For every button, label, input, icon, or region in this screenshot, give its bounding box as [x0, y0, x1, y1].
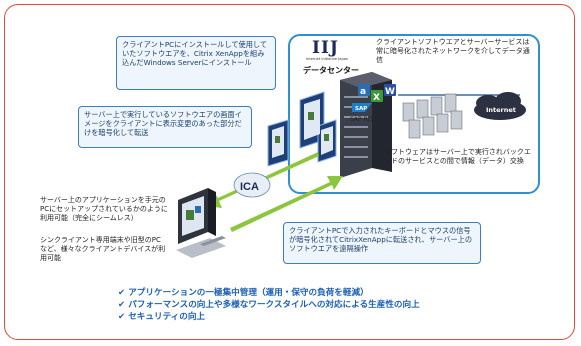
ica-tunnel-icon: [233, 172, 271, 198]
benefit-text: パフォーマンスの向上や多様なワークスタイルへの対応による生産性の向上: [128, 300, 420, 310]
check-icon: ✔: [118, 300, 126, 310]
server-rack-icon: [340, 72, 392, 178]
benefit-item: ✔セキュリティの向上: [118, 311, 420, 323]
screen-transfer-callout-text: サーバー上で実行しているソフトウエアの画面イメージをクライアントに表示変更のあっ…: [84, 110, 242, 137]
internet-cloud-icon: [474, 92, 526, 120]
outer-frame: [4, 4, 575, 340]
client-apps-text: サーバー上のアプリケーションを手元のPCにセットアップされているかのように利用可…: [40, 196, 168, 222]
input-transfer-callout: クライアントPCで入力されたキーボードとマウスの信号が暗号化されてCitrixX…: [283, 222, 481, 264]
check-icon: ✔: [118, 288, 126, 298]
backend-servers: [402, 93, 463, 139]
benefit-text: アプリケーションの一極集中管理（運用・保守の負荷を軽減）: [128, 288, 369, 298]
input-transfer-callout-text: クライアントPCで入力されたキーボードとマウスの信号が暗号化されてCitrixX…: [289, 226, 473, 253]
server-execution-text: ソフトウェアはサーバー上で実行されバックエンドのサービスとの間で情報（データ）交…: [384, 148, 531, 165]
check-icon: ✔: [118, 312, 126, 322]
client-pc-icon: [176, 188, 226, 258]
iij-logo-subtitle: Internet Initiative Japan: [306, 57, 349, 61]
datacenter-description: クライアントソフトウエアとサーバーサービスは常に暗号化されたネットワークを介して…: [376, 38, 530, 64]
internet-label: Internet: [486, 106, 516, 114]
iij-logo: IIJ: [312, 38, 339, 58]
screen-transfer-callout: サーバー上で実行しているソフトウエアの画面イメージをクライアントに表示変更のあっ…: [78, 106, 252, 148]
screen-frames: [267, 91, 337, 167]
svg-text:a: a: [360, 87, 366, 97]
benefit-item: ✔パフォーマンスの向上や多様なワークスタイルへの対応による生産性の向上: [118, 299, 420, 311]
benefits-list: ✔アプリケーションの一極集中管理（運用・保守の負荷を軽減） ✔パフォーマンスの向…: [118, 287, 420, 323]
input-transfer-arrow: [230, 176, 343, 232]
install-callout: クライアントPCにインストールして使用していたソフトウエアを、Citrix Xe…: [116, 36, 276, 90]
install-callout-text: クライアントPCにインストールして使用していたソフトウエアを、Citrix Xe…: [122, 40, 268, 67]
svg-text:SAP: SAP: [355, 106, 367, 112]
thin-client-text: シンクライアント専用端末や旧型のPCなど、様々なクライアントデバイスが利用可能: [40, 236, 166, 262]
sap-logo: SAP: [352, 103, 372, 112]
benefit-text: セキュリティの向上: [128, 312, 206, 322]
datacenter-label: データセンター: [303, 66, 359, 75]
svg-text:W: W: [385, 87, 395, 97]
sap-label: SAP R/3: [350, 116, 374, 123]
svg-text:X: X: [373, 93, 380, 103]
ica-label: ICA: [240, 181, 259, 193]
benefit-item: ✔アプリケーションの一極集中管理（運用・保守の負荷を軽減）: [118, 287, 420, 299]
office-app-icons: a X W: [358, 84, 396, 103]
